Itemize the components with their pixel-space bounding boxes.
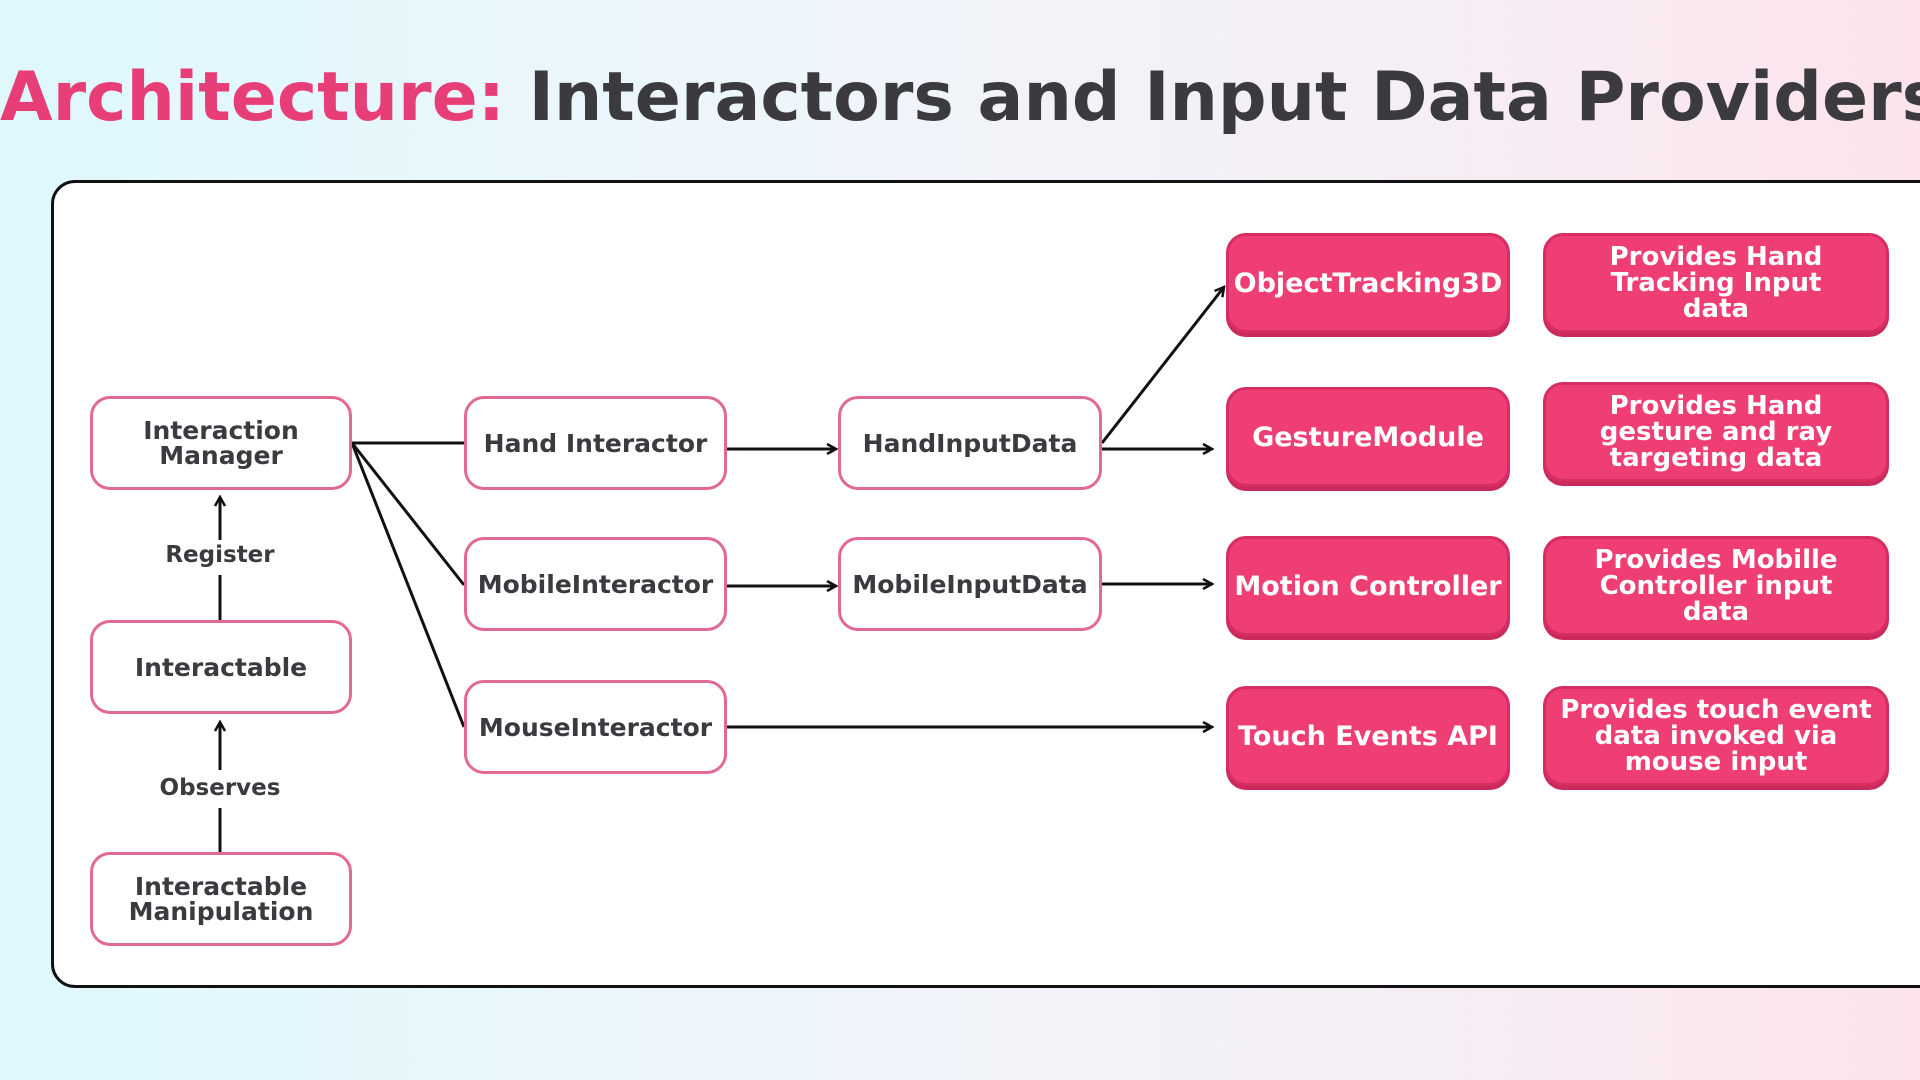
- node-hand-input-data: HandInputData: [838, 396, 1102, 490]
- desc-touch-events-api: Provides touch event data invoked via mo…: [1543, 686, 1889, 786]
- node-mobile-input-data: MobileInputData: [838, 537, 1102, 631]
- node-interactable-manipulation: Interactable Manipulation: [90, 852, 352, 946]
- edge-label-observes: Observes: [155, 773, 285, 803]
- node-interaction-manager: Interaction Manager: [90, 396, 352, 490]
- edge-label-register: Register: [160, 540, 280, 570]
- node-interactable: Interactable: [90, 620, 352, 714]
- node-object-tracking-3d: ObjectTracking3D: [1226, 233, 1510, 333]
- node-mouse-interactor: MouseInteractor: [464, 680, 727, 774]
- node-hand-interactor: Hand Interactor: [464, 396, 727, 490]
- node-motion-controller: Motion Controller: [1226, 536, 1510, 636]
- node-touch-events-api: Touch Events API: [1226, 686, 1510, 786]
- desc-motion-controller: Provides Mobille Controller input data: [1543, 536, 1889, 636]
- title-rest: Interactors and Input Data Providers: [528, 58, 1920, 137]
- page-title: Architecture: Interactors and Input Data…: [0, 58, 1920, 137]
- desc-object-tracking-3d: Provides Hand Tracking Input data: [1543, 233, 1889, 333]
- node-mobile-interactor: MobileInteractor: [464, 537, 727, 631]
- desc-gesture-module: Provides Hand gesture and ray targeting …: [1543, 382, 1889, 482]
- node-gesture-module: GestureModule: [1226, 387, 1510, 487]
- title-accent: Architecture:: [0, 58, 505, 137]
